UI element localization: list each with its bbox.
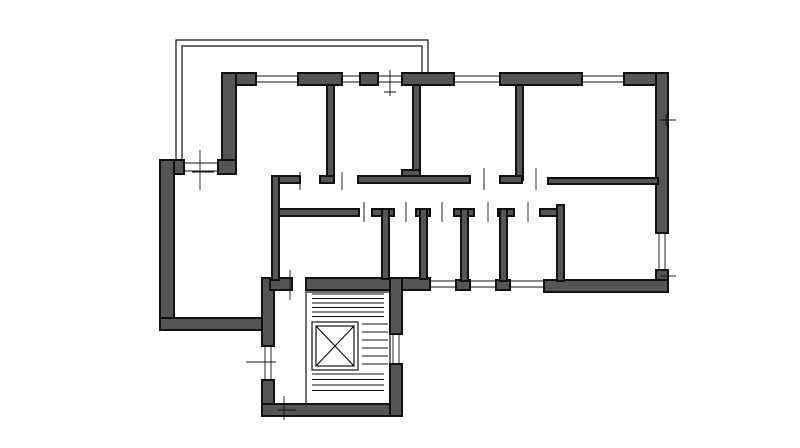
- partition-low-1: [381, 208, 390, 280]
- wall-core-right-lower: [389, 363, 403, 417]
- wall-core-left-upper: [261, 277, 275, 347]
- balcony-outline: [175, 39, 429, 160]
- partition-v-1: [326, 84, 335, 181]
- stair-core-outline: [305, 291, 391, 405]
- partition-low-5: [556, 204, 565, 282]
- partition-v-1-foot: [319, 175, 335, 184]
- stairwell: [305, 291, 391, 405]
- wall-left-upper: [221, 72, 237, 174]
- wall-top-2: [297, 72, 343, 86]
- stair-treads: [312, 293, 388, 391]
- elevator-shaft: [311, 321, 359, 371]
- exterior-walls: [159, 72, 669, 417]
- partition-low-4: [499, 208, 508, 282]
- corridor-upper-4: [547, 177, 659, 185]
- partition-v-3: [515, 84, 524, 181]
- wall-top-5: [499, 72, 583, 86]
- window-openings: [184, 70, 676, 420]
- wall-bottom-right: [543, 279, 669, 293]
- partition-left: [271, 175, 280, 281]
- corridor-lower-1: [278, 208, 360, 217]
- wall-bottom-mid: [305, 277, 431, 291]
- partition-low-3: [460, 208, 469, 282]
- wall-left-upper-foot: [217, 159, 237, 175]
- wall-core-right-upper: [389, 277, 403, 335]
- wall-bottom-left: [159, 317, 273, 331]
- wall-top-4: [401, 72, 455, 86]
- partition-v-2: [412, 84, 421, 181]
- corridor-upper-2: [357, 175, 471, 184]
- wall-left-lower: [159, 159, 175, 331]
- partition-low-2: [419, 208, 428, 280]
- wall-top-3: [359, 72, 379, 86]
- wall-right-upper: [655, 72, 669, 234]
- corridor-upper-3: [499, 175, 523, 184]
- interior-partitions: [271, 84, 659, 282]
